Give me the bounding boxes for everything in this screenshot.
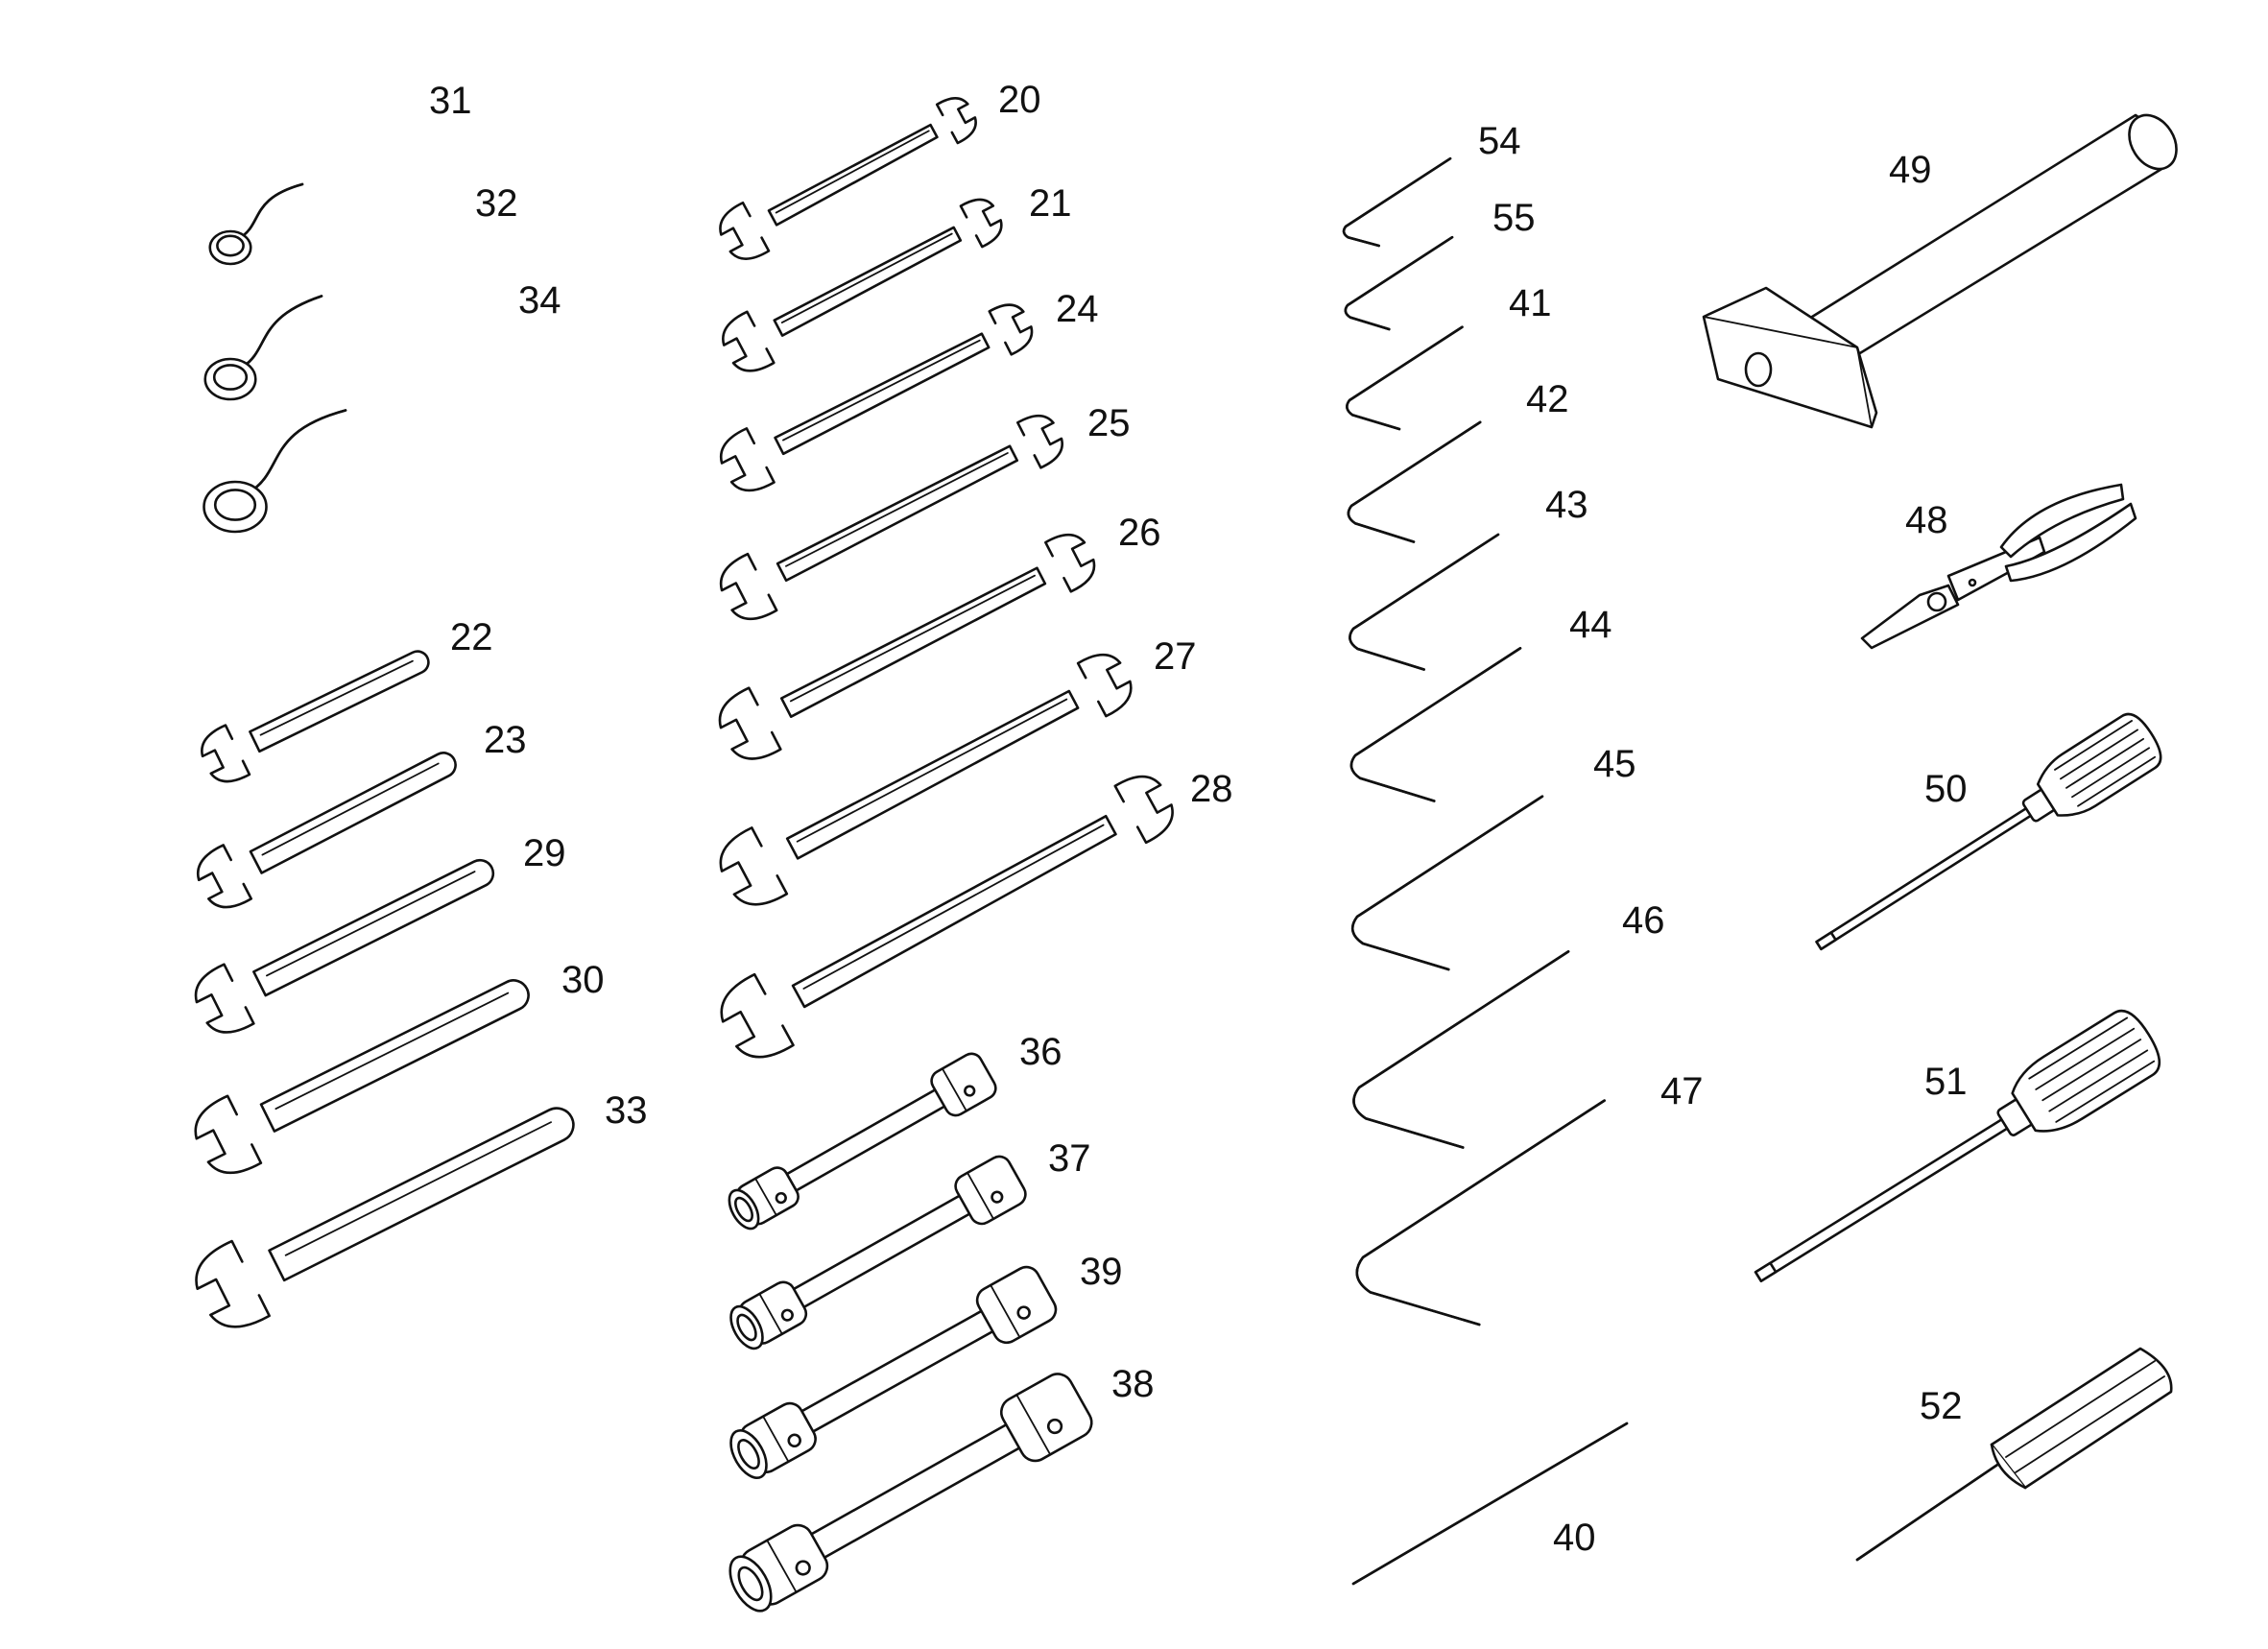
part-label-40: 40 xyxy=(1553,1517,1596,1559)
part-label-46: 46 xyxy=(1622,899,1665,942)
part-label-55: 55 xyxy=(1492,197,1536,239)
hex-key-47 xyxy=(1355,1099,1606,1326)
part-label-39: 39 xyxy=(1080,1251,1123,1293)
double-wrench-21 xyxy=(722,198,1003,372)
part-label-31: 31 xyxy=(429,80,472,122)
pliers-48 xyxy=(1860,483,2137,650)
part-label-43: 43 xyxy=(1545,484,1588,526)
part-label-24: 24 xyxy=(1056,288,1099,330)
screwdriver-50 xyxy=(1815,712,2162,951)
hex-key-41 xyxy=(1346,325,1464,431)
tools-layer xyxy=(194,96,2178,1613)
part-label-20: 20 xyxy=(998,79,1041,121)
open-end-wrench-30 xyxy=(194,979,530,1175)
open-end-wrench-33 xyxy=(195,1107,575,1328)
part-label-28: 28 xyxy=(1190,768,1233,810)
part-label-30: 30 xyxy=(561,959,605,1001)
part-label-54: 54 xyxy=(1478,120,1521,162)
hex-key-42 xyxy=(1347,420,1482,543)
part-label-21: 21 xyxy=(1029,182,1072,225)
labels-layer: 31 32 34 22 23 29 30 33 20 21 24 25 26 2… xyxy=(429,79,1968,1559)
part-label-37: 37 xyxy=(1048,1137,1091,1180)
part-label-48: 48 xyxy=(1905,499,1948,541)
hex-key-54 xyxy=(1342,156,1452,248)
hex-key-46 xyxy=(1352,950,1570,1149)
part-label-29: 29 xyxy=(523,832,566,874)
open-end-wrench-29 xyxy=(194,858,495,1034)
double-wrench-25 xyxy=(719,414,1063,621)
double-wrench-26 xyxy=(718,533,1096,760)
double-wrench-24 xyxy=(719,303,1034,492)
open-end-wrench-23 xyxy=(196,752,457,909)
hex-key-44 xyxy=(1349,647,1522,802)
screwdriver-52 xyxy=(1855,1347,2173,1562)
double-wrench-27 xyxy=(719,653,1133,906)
part-label-42: 42 xyxy=(1526,378,1569,420)
socket-wrench-37 xyxy=(729,1155,1027,1350)
hex-key-55 xyxy=(1344,235,1454,331)
part-label-45: 45 xyxy=(1593,743,1636,785)
part-label-32: 32 xyxy=(475,182,518,225)
hex-key-45 xyxy=(1350,795,1544,971)
part-label-41: 41 xyxy=(1509,282,1552,324)
open-end-wrench-22 xyxy=(201,650,430,783)
part-label-26: 26 xyxy=(1118,512,1161,554)
part-label-23: 23 xyxy=(484,719,527,761)
part-label-52: 52 xyxy=(1920,1385,1963,1427)
part-label-50: 50 xyxy=(1924,768,1968,810)
part-label-34: 34 xyxy=(518,279,561,322)
double-wrench-28 xyxy=(720,775,1174,1059)
double-wrench-20 xyxy=(719,96,977,260)
socket-wrench-36 xyxy=(728,1052,997,1231)
tommy-bar-40 xyxy=(1351,1422,1629,1586)
screwdriver-51 xyxy=(1754,1009,2161,1282)
socket-wrench-38 xyxy=(728,1373,1093,1613)
hex-key-43 xyxy=(1349,533,1500,671)
part-label-27: 27 xyxy=(1154,635,1197,678)
part-label-25: 25 xyxy=(1087,402,1131,444)
part-label-47: 47 xyxy=(1660,1070,1704,1112)
box-wrench-32 xyxy=(203,295,323,401)
part-label-22: 22 xyxy=(450,616,493,658)
hammer-49 xyxy=(1702,113,2178,429)
part-label-51: 51 xyxy=(1924,1061,1968,1103)
socket-wrench-39 xyxy=(729,1265,1058,1479)
part-label-44: 44 xyxy=(1569,604,1612,646)
box-wrench-34 xyxy=(203,409,347,534)
part-label-33: 33 xyxy=(605,1089,648,1132)
part-label-49: 49 xyxy=(1889,149,1932,191)
box-wrench-31 xyxy=(208,182,304,266)
part-label-38: 38 xyxy=(1111,1363,1155,1405)
part-label-36: 36 xyxy=(1019,1031,1062,1073)
